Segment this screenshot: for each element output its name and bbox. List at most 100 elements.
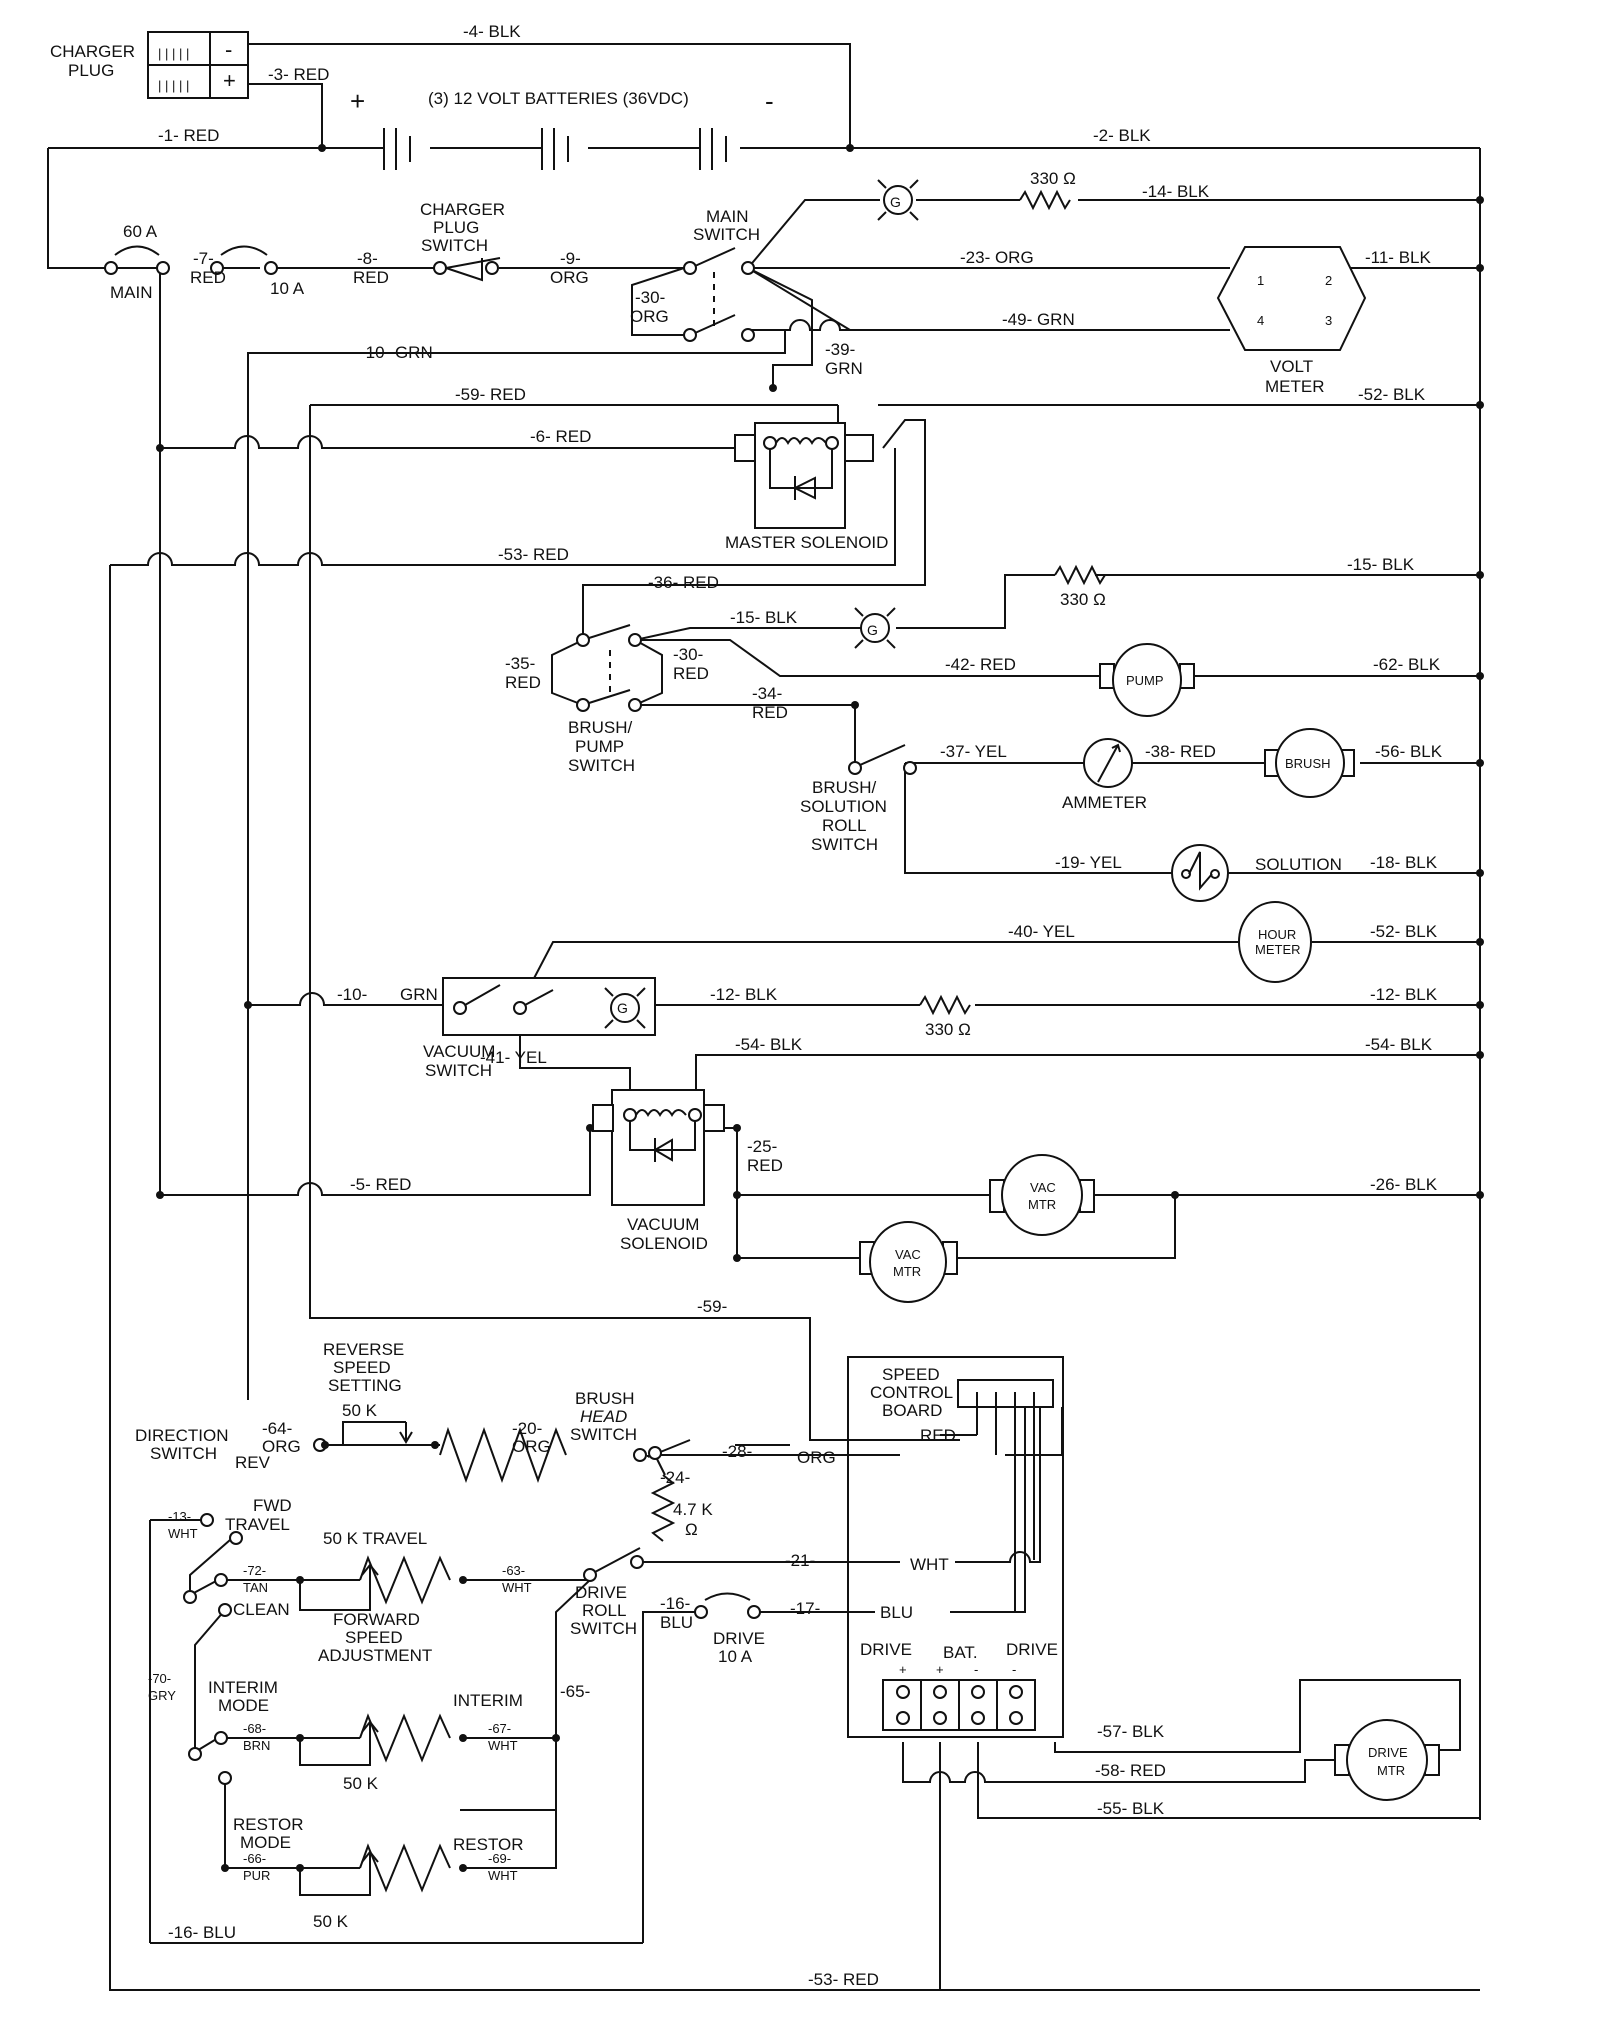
- drive-roll-switch-label: ROLL: [582, 1601, 626, 1620]
- resistor-330-vacuum: [919, 994, 971, 1016]
- wire-label: -6- RED: [530, 427, 591, 446]
- direction-switch-contact: [183, 1590, 197, 1604]
- wire-39: [747, 267, 813, 388]
- wire-label: -54- BLK: [735, 1035, 803, 1054]
- wire-1-drop: [47, 148, 105, 269]
- fwd-travel-label: TRAVEL: [225, 1515, 290, 1534]
- wire-13: [189, 1539, 231, 1595]
- restor-wiper: [299, 1868, 371, 1896]
- master-solenoid-label: MASTER SOLENOID: [725, 533, 888, 552]
- battery-minus: -: [765, 86, 774, 116]
- brush-head-switch-label: HEAD: [580, 1407, 627, 1426]
- battery-cell: [383, 128, 411, 170]
- wire-label: TAN: [243, 1580, 268, 1595]
- drive-motor-label: MTR: [1377, 1763, 1405, 1778]
- brush-pump-switch-label: BRUSH/: [568, 718, 633, 737]
- volt-meter-pin: 3: [1325, 313, 1332, 328]
- wire-label: GRY: [148, 1688, 176, 1703]
- wire-58-red: [902, 1742, 1335, 1783]
- svg-text:| | | | |: | | | | |: [158, 78, 189, 93]
- wire-label: -59- RED: [455, 385, 526, 404]
- restor-pot-50k: 50 K: [313, 1912, 349, 1931]
- wire-label: -38- RED: [1145, 742, 1216, 761]
- brush-solution-roll-switch-label: SWITCH: [811, 835, 878, 854]
- reverse-speed-pot: [439, 1426, 567, 1483]
- wire-label: RED: [505, 673, 541, 692]
- battery-bank: [383, 128, 727, 170]
- brush-head-switch-contact: [648, 1446, 662, 1460]
- wire-label: -66-: [243, 1851, 266, 1866]
- ammeter-label: AMMETER: [1062, 793, 1147, 812]
- battery-cell: [541, 128, 569, 170]
- wire-label: WHT: [488, 1868, 518, 1883]
- drive-roll-switch-lever: [594, 1547, 641, 1573]
- wire-21-wht: [635, 1407, 1041, 1563]
- wire-label: -28-: [722, 1442, 752, 1461]
- speed-control-board-label: CONTROL: [870, 1383, 953, 1402]
- wire-label: -53- RED: [498, 545, 569, 564]
- wire-label: -42- RED: [945, 655, 1016, 674]
- vacuum-solenoid-label: VACUUM: [627, 1215, 699, 1234]
- wire-label: -35-: [505, 654, 535, 673]
- drive-fuse-label: DRIVE: [713, 1629, 765, 1648]
- resistor-330-main: [1019, 189, 1071, 211]
- drive-fuse: [694, 1592, 761, 1619]
- wire-label: -14- BLK: [1142, 182, 1210, 201]
- wire-label: -15- BLK: [1347, 555, 1415, 574]
- drive-roll-switch-label: DRIVE: [575, 1583, 627, 1602]
- wire-label: -53- RED: [808, 1970, 879, 1989]
- fuse-10a-label: 10 A: [270, 279, 305, 298]
- wire-labels: -4- BLK -3- RED -1- RED -2- BLK -7- RED …: [148, 22, 1443, 1989]
- wire-4-blk: [248, 43, 851, 148]
- mode-switch-common: [188, 1747, 202, 1761]
- wire-label: RED: [353, 268, 389, 287]
- interim-wiper: [299, 1738, 371, 1766]
- vacuum-switch-label: VACUUM: [423, 1042, 495, 1061]
- wire-label: -19- YEL: [1055, 853, 1122, 872]
- lamp-g: G: [890, 194, 901, 210]
- interim-contact: [214, 1731, 228, 1745]
- wire-label: -52- BLK: [1370, 922, 1438, 941]
- brush-pump-switch: [576, 624, 642, 712]
- wire-10-grn: [247, 330, 786, 1400]
- wire-label: -37- YEL: [940, 742, 1007, 761]
- wire-label: -25-: [747, 1137, 777, 1156]
- vac-motor-2: [859, 1221, 958, 1303]
- wire-label: BLU: [880, 1603, 913, 1622]
- travel-pot-50k: [359, 1555, 451, 1605]
- main-switch-label: MAIN: [706, 207, 749, 226]
- wire-25-red: [706, 1127, 738, 1258]
- resistor-4-7k: [650, 1474, 676, 1542]
- restor-contact: [218, 1771, 232, 1785]
- wire-69: [460, 1810, 557, 1869]
- terminal-header: DRIVE: [860, 1640, 912, 1659]
- wire-label: -52- BLK: [1358, 385, 1426, 404]
- brush-pump-switch-label: SWITCH: [568, 756, 635, 775]
- wire-label: ORG: [630, 307, 669, 326]
- forward-speed-adjustment-label: FORWARD: [333, 1610, 420, 1629]
- wire-57-blk: [1054, 1679, 1461, 1753]
- wire-35-red: [551, 639, 584, 706]
- battery-plus: +: [350, 86, 365, 116]
- vac-motor-label: MTR: [893, 1264, 921, 1279]
- wire-49-crossing: [748, 319, 850, 331]
- drive-motor-label: DRIVE: [1368, 1745, 1408, 1760]
- wire-label: PUR: [243, 1868, 270, 1883]
- wire-label: -23- ORG: [960, 248, 1034, 267]
- charger-plug-label: CHARGER: [50, 42, 135, 61]
- wire-53-red: [110, 448, 896, 566]
- wire-30-red: [634, 639, 663, 706]
- vac-motor-label: VAC: [895, 1247, 921, 1262]
- terminal-polarity: +: [899, 1662, 907, 1677]
- vac-motor-label: MTR: [1028, 1197, 1056, 1212]
- charger-minus: -: [225, 37, 232, 62]
- wire-label: -69-: [488, 1851, 511, 1866]
- wire-label: -64-: [262, 1419, 292, 1438]
- wire-label: -55- BLK: [1097, 1799, 1165, 1818]
- reverse-speed-setting-label: SETTING: [328, 1376, 402, 1395]
- wire-15: [634, 574, 1480, 641]
- wire-label: -5- RED: [350, 1175, 411, 1194]
- volt-meter: [1216, 246, 1367, 351]
- vac-motor-label: VAC: [1030, 1180, 1056, 1195]
